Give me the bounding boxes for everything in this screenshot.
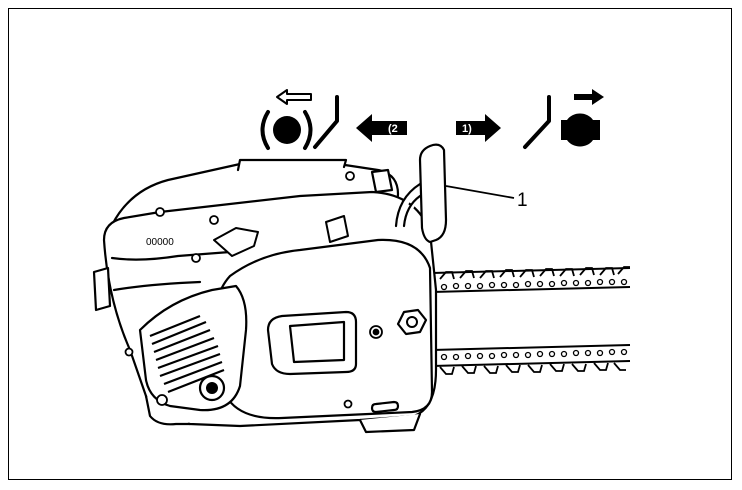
screws xyxy=(124,171,383,409)
starter-grip xyxy=(198,374,226,402)
upper-saw-chain xyxy=(439,266,630,291)
vent-marks-label: 00000 xyxy=(146,237,174,248)
chainsaw-body xyxy=(92,143,448,434)
callout-brake-lever: 1 xyxy=(445,185,528,211)
brake-engaged-icon xyxy=(523,89,604,149)
arrow-right-icon: 1) xyxy=(456,114,501,142)
brake-released-icon xyxy=(260,89,339,150)
bar-nut xyxy=(396,308,428,336)
callout-number: 1 xyxy=(517,190,528,211)
arrow-left-icon: (2 xyxy=(356,114,407,142)
guide-bar xyxy=(430,267,631,367)
step-engage-label: 1) xyxy=(462,123,472,135)
step-release-label: (2 xyxy=(388,123,398,135)
cooling-vents xyxy=(149,314,225,394)
handle-detail xyxy=(213,215,349,257)
lower-saw-chain xyxy=(439,348,628,375)
outline-arrow-left-icon xyxy=(276,89,312,105)
